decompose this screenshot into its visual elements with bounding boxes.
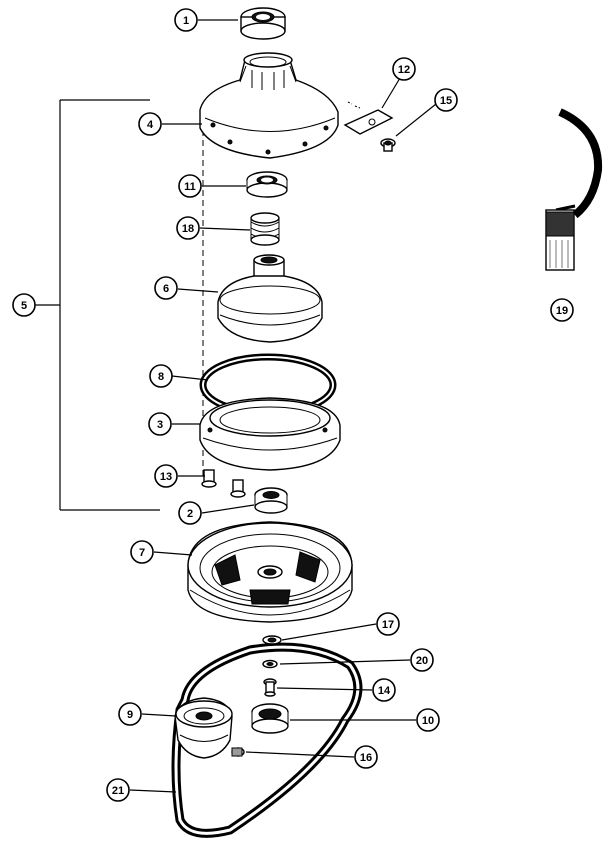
callout-8: 8 (149, 364, 173, 388)
callout-1: 1 (174, 8, 198, 32)
callout-11-label: 11 (184, 181, 196, 193)
part-4-housing (199, 52, 339, 159)
callout-5-label: 5 (21, 300, 27, 312)
callout-8-label: 8 (158, 371, 164, 383)
callout-10-label: 10 (422, 715, 434, 727)
callout-3-label: 3 (157, 419, 163, 431)
callout-16: 16 (354, 745, 378, 769)
callout-13: 13 (154, 464, 178, 488)
part-6-hub (217, 254, 323, 343)
part-10-bearing (251, 703, 289, 734)
part-13-bolts (201, 469, 246, 498)
callout-7: 7 (130, 540, 154, 564)
part-12-clip (343, 101, 394, 135)
callout-15: 15 (434, 88, 458, 112)
part-11-seal (246, 171, 288, 198)
callout-4-label: 4 (147, 119, 154, 131)
callout-16-label: 16 (360, 752, 372, 764)
callout-6-label: 6 (163, 283, 169, 295)
callout-6: 6 (154, 276, 178, 300)
part-21-belt (171, 642, 363, 838)
callout-5: 5 (12, 293, 36, 317)
callout-17: 17 (376, 612, 400, 636)
callout-11: 11 (178, 174, 202, 198)
part-18-spring (250, 212, 280, 246)
callout-4: 4 (138, 112, 162, 136)
part-20-washer (262, 659, 278, 669)
part-3-base-ring (199, 397, 341, 471)
callout-1-label: 1 (183, 15, 189, 27)
callout-18-label: 18 (182, 223, 194, 235)
callout-20: 20 (410, 648, 434, 672)
callout-9: 9 (118, 702, 142, 726)
part-14-bolt (263, 678, 277, 697)
callout-19-label: 19 (556, 305, 568, 317)
callout-17-label: 17 (382, 619, 394, 631)
callout-12: 12 (392, 57, 416, 81)
callout-9-label: 9 (127, 709, 133, 721)
part-2-bearing (254, 487, 288, 514)
callout-7-label: 7 (139, 547, 145, 559)
callout-14: 14 (372, 678, 396, 702)
callout-21-label: 21 (112, 785, 124, 797)
part-7-pulley (187, 521, 353, 623)
callout-3: 3 (148, 412, 172, 436)
part-17-washer (262, 635, 282, 645)
part-15-screw (380, 138, 396, 152)
assembly-bracket (35, 99, 160, 511)
callout-21: 21 (106, 778, 130, 802)
callout-14-label: 14 (378, 685, 391, 697)
callout-12-label: 12 (398, 64, 410, 76)
leader-lines (129, 19, 437, 793)
callout-2: 2 (178, 501, 202, 525)
callout-2-label: 2 (187, 508, 193, 520)
callout-10: 10 (416, 708, 440, 732)
callout-18: 18 (176, 216, 200, 240)
callout-15-label: 15 (440, 95, 452, 107)
callout-20-label: 20 (416, 655, 428, 667)
callout-19: 19 (550, 298, 574, 322)
part-16-set-screw (231, 747, 245, 757)
part-1-bearing (240, 7, 286, 40)
callout-13-label: 13 (160, 471, 172, 483)
part-9-motor-pulley (174, 697, 233, 759)
part-19-spanner-tool (545, 108, 603, 271)
